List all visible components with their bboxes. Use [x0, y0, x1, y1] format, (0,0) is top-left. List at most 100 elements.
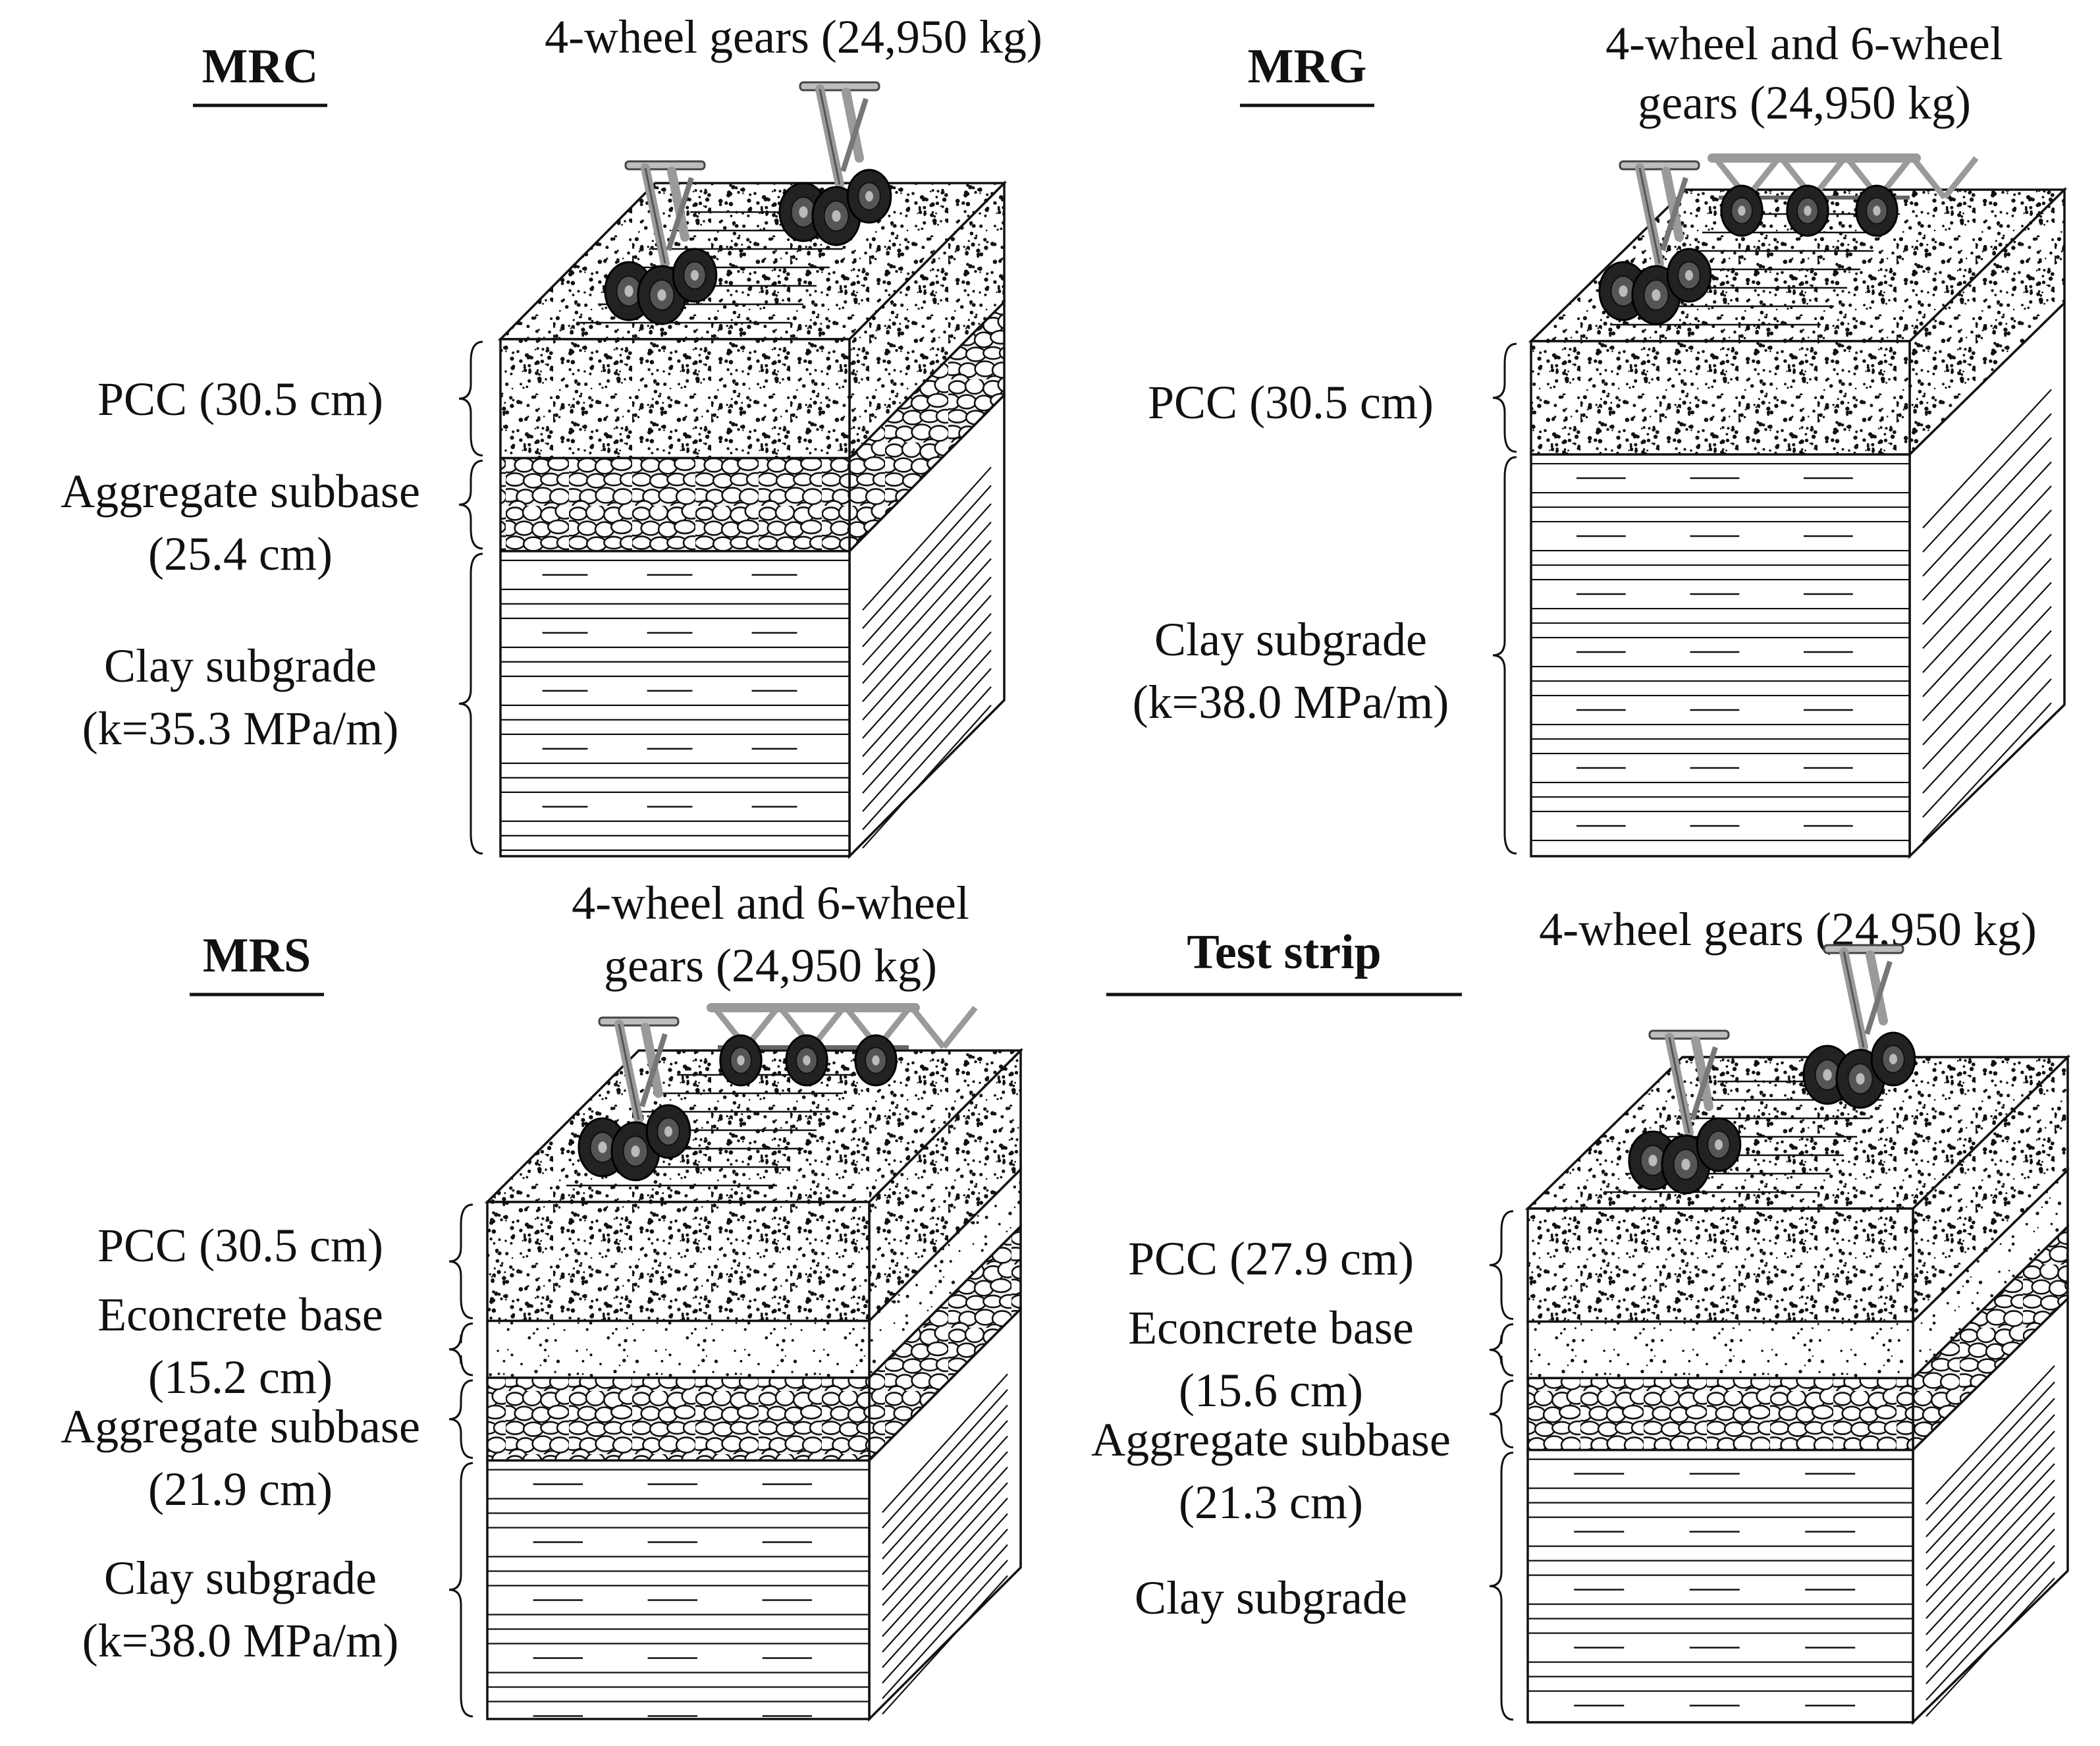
- gear-brace: [667, 167, 689, 242]
- layer-econcrete: [1526, 1320, 1914, 1380]
- layer-brace: [448, 1462, 473, 1718]
- wheel-icon: [1855, 184, 1898, 237]
- gear-load-label: 4-wheel and 6-wheel: [572, 877, 969, 929]
- layer-brace: [1492, 456, 1517, 855]
- panel-test-strip: PCC (27.9 cm)Econcrete base(15.6 cm)Aggr…: [1091, 903, 2071, 1726]
- landing-gear-icon-4-wheel: [1598, 160, 1712, 325]
- gear-mount-plate: [799, 81, 880, 92]
- panel-title: MRS: [203, 929, 311, 983]
- wheel-icon: [854, 1034, 898, 1087]
- layer-label-clay: Clay subgrade: [104, 1552, 377, 1604]
- layer-brace: [458, 341, 483, 457]
- gear-mount-plate: [1823, 944, 1904, 954]
- wheel-icon: [1870, 1031, 1916, 1087]
- gear-load-label: gears (24,950 kg): [1638, 76, 1971, 129]
- layer-label-pcc: PCC (30.5 cm): [97, 1219, 383, 1272]
- panel-title: MRG: [1248, 40, 1367, 94]
- gear-brace: [842, 88, 864, 163]
- layer-label-aggregate: Aggregate subbase: [61, 465, 420, 518]
- wheel-icon: [846, 169, 892, 224]
- layer-pcc: [499, 338, 851, 460]
- landing-gear-icon-4-wheel: [604, 160, 718, 325]
- clay-hatching: [1528, 1458, 1913, 1706]
- gear-brace: [1661, 167, 1684, 242]
- gear-load-label: 4-wheel gears (24,950 kg): [545, 11, 1042, 63]
- layer-brace: [448, 1323, 473, 1377]
- panel-mrs: PCC (30.5 cm) Econcrete base (15.2 cm)Aggr…: [61, 877, 1024, 1722]
- landing-gear-icon-4-wheel: [778, 81, 892, 246]
- clay-hatching: [500, 559, 849, 851]
- panel-mrg: PCC (30.5 cm) Clay subgrade (k=38.0 MPa/m)…: [1133, 17, 2068, 859]
- landing-gear-icon-4-wheel: [578, 1016, 691, 1182]
- gear-mount-plate: [1648, 1029, 1730, 1040]
- layer-aggregate: [1526, 1377, 1914, 1452]
- layer-label-clay: (k=38.0 MPa/m): [1133, 676, 1449, 728]
- layer-pcc: [486, 1201, 871, 1323]
- layer-label-pcc: PCC (27.9 cm): [1128, 1232, 1414, 1285]
- layer-brace: [458, 553, 483, 855]
- clay-hatching: [1531, 462, 1910, 842]
- panel-mrc: PCC (30.5 cm) Aggregate subbase (25.4 cm) C…: [61, 11, 1042, 859]
- layer-label-aggregate: Aggregate subbase: [61, 1400, 420, 1453]
- wheel-icon: [1786, 184, 1829, 237]
- panel-title: Test strip: [1187, 925, 1381, 979]
- layer-label-clay: Clay subgrade: [1135, 1571, 1407, 1624]
- layer-label-aggregate: (25.4 cm): [148, 528, 333, 580]
- gear-brace: [641, 1023, 663, 1098]
- wheel-icon: [785, 1034, 828, 1087]
- wheel-icon: [645, 1104, 691, 1159]
- gear-load-label: gears (24,950 kg): [604, 939, 937, 992]
- layer-label-clay: (k=35.3 MPa/m): [82, 702, 399, 755]
- layer-label-econcrete: (15.2 cm): [148, 1351, 333, 1404]
- layer-brace: [458, 460, 483, 550]
- block-side-face: [1908, 186, 2066, 859]
- gear-mount-plate: [598, 1016, 680, 1027]
- layer-aggregate: [499, 456, 851, 553]
- clay-hatching: [487, 1469, 869, 1717]
- layer-label-clay: Clay subgrade: [104, 640, 377, 692]
- layer-econcrete: [486, 1319, 871, 1379]
- layer-brace: [448, 1379, 473, 1459]
- wheel-icon: [1696, 1117, 1742, 1172]
- layer-aggregate: [486, 1377, 871, 1462]
- layer-label-pcc: PCC (30.5 cm): [97, 373, 383, 425]
- wheel-icon: [1720, 184, 1763, 237]
- layer-brace: [1492, 342, 1517, 453]
- layer-clay: [1530, 453, 1911, 858]
- wheel-icon: [719, 1034, 763, 1087]
- wheel-icon: [1666, 248, 1712, 303]
- landing-gear-icon-6-wheel: [707, 1003, 978, 1087]
- layer-label-clay: Clay subgrade: [1154, 613, 1427, 666]
- layer-label-aggregate: (21.9 cm): [148, 1463, 333, 1515]
- layer-clay: [499, 550, 851, 858]
- layer-brace: [1489, 1379, 1514, 1449]
- gear-brace: [1691, 1036, 1713, 1111]
- layer-brace: [1489, 1210, 1514, 1321]
- layer-brace: [448, 1203, 473, 1320]
- gear-mount-plate: [1619, 160, 1700, 171]
- landing-gear-icon-4-wheel: [1628, 1029, 1742, 1195]
- layer-pcc: [1530, 340, 1911, 456]
- layer-label-aggregate: (21.3 cm): [1179, 1476, 1363, 1529]
- landing-gear-icon-6-wheel: [1708, 153, 1979, 237]
- layer-label-econcrete: Econcrete base: [1128, 1301, 1414, 1354]
- layer-clay: [486, 1459, 871, 1720]
- block-side-face: [1912, 1054, 2069, 1726]
- wheel-icon: [672, 248, 718, 303]
- layer-label-econcrete: Econcrete base: [97, 1288, 383, 1341]
- block-side-face: [848, 180, 1006, 859]
- gear-mount-plate: [624, 160, 706, 171]
- layer-label-clay: (k=38.0 MPa/m): [82, 1614, 399, 1667]
- gear-load-label: 4-wheel gears (24,950 kg): [1539, 903, 2037, 956]
- gear-load-label: 4-wheel and 6-wheel: [1605, 17, 2003, 70]
- panel-title: MRC: [202, 40, 319, 94]
- layer-brace: [1489, 1452, 1514, 1721]
- layer-label-pcc: PCC (30.5 cm): [1148, 376, 1434, 429]
- layer-clay: [1526, 1448, 1914, 1724]
- layer-pcc: [1526, 1207, 1914, 1323]
- layer-brace: [1489, 1323, 1514, 1377]
- layer-label-econcrete: (15.6 cm): [1179, 1364, 1363, 1417]
- landing-gear-icon-4-wheel: [1802, 944, 1916, 1109]
- gear-brace: [1866, 950, 1888, 1025]
